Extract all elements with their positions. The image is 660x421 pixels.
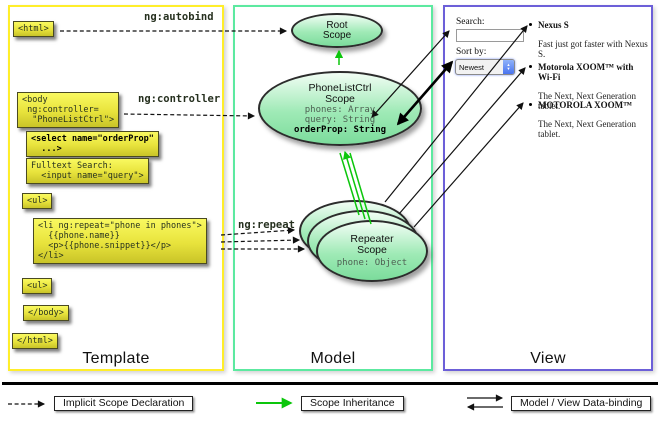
repeater-scope-ellipse: Repeater Scope phone: Object (316, 220, 428, 282)
list-item-phone-3: MOTOROLA XOOM™ The Next, Next Generation… (529, 100, 649, 139)
root-scope-ellipse: Root Scope (291, 13, 383, 48)
code-box-html-close: </html> (12, 333, 58, 349)
search-input[interactable] (456, 29, 524, 42)
scope-prop-orderprop: orderProp: String (293, 124, 387, 135)
search-label: Search: (456, 17, 485, 27)
ng-controller-label: ng:controller (138, 93, 221, 105)
list-item-phone-2: Motorola XOOM™ with Wi-Fi The Next, Next… (529, 62, 649, 111)
model-column-label: Model (310, 350, 356, 367)
ng-repeat-label: ng:repeat (238, 219, 295, 231)
phonelistctrl-scope-title: PhoneListCtrl Scope (308, 81, 372, 105)
legend-divider (2, 382, 658, 385)
scope-prop-phone: phone: Object (336, 258, 408, 268)
bullet-icon (529, 65, 532, 68)
code-box-select: <select name="orderProp" ...> (26, 131, 159, 157)
phone-desc: The Next, Next Generation tablet. (538, 91, 636, 111)
code-box-ul-close: <ul> (22, 278, 53, 294)
select-stepper-icon: ▲▼ (503, 60, 514, 74)
legend-implicit-scope: Implicit Scope Declaration (54, 396, 194, 411)
sort-by-label: Sort by: (456, 47, 487, 57)
legend-scope-inheritance: Scope Inheritance (301, 396, 404, 411)
sort-select-value: Newest (459, 62, 485, 72)
sort-select[interactable]: Newest ▲▼ (455, 59, 515, 75)
phone-title[interactable]: Motorola XOOM™ with Wi-Fi (538, 62, 634, 82)
phonelistctrl-scope-ellipse: PhoneListCtrl Scope phones: Array query:… (258, 71, 422, 146)
root-scope-title: Root Scope (322, 19, 352, 41)
view-column-label: View (530, 350, 566, 367)
model-column: Model (233, 5, 433, 371)
code-box-ul-open: <ul> (22, 193, 53, 209)
code-box-body-close: </body> (23, 305, 69, 321)
scope-prop-phones: phones: Array (304, 104, 376, 115)
list-item-phone-1: Nexus S Fast just got faster with Nexus … (529, 20, 649, 59)
code-box-body-open: <body ng:controller= "PhoneListCtrl"> (17, 92, 120, 128)
template-column-label: Template (82, 350, 150, 367)
legend-model-view-databinding: Model / View Data-binding (511, 396, 652, 411)
ng-autobind-label: ng:autobind (144, 11, 214, 23)
phone-desc: The Next, Next Generation tablet. (538, 119, 636, 139)
scope-prop-query: query: String (304, 114, 376, 125)
phone-title[interactable]: MOTOROLA XOOM™ (538, 100, 633, 110)
bullet-icon (529, 23, 532, 26)
code-box-html-open: <html> (13, 21, 54, 37)
code-box-fulltext-search: Fulltext Search: <input name="query"> (26, 158, 149, 184)
phone-title[interactable]: Nexus S (538, 20, 569, 30)
view-column: View Search: Sort by: Newest ▲▼ Nexus S … (443, 5, 653, 371)
repeater-scope-title: Repeater Scope (350, 233, 394, 256)
bullet-icon (529, 103, 532, 106)
code-box-li-repeat: <li ng:repeat="phone in phones"> {{phone… (33, 218, 207, 264)
phone-desc: Fast just got faster with Nexus S. (538, 39, 648, 59)
